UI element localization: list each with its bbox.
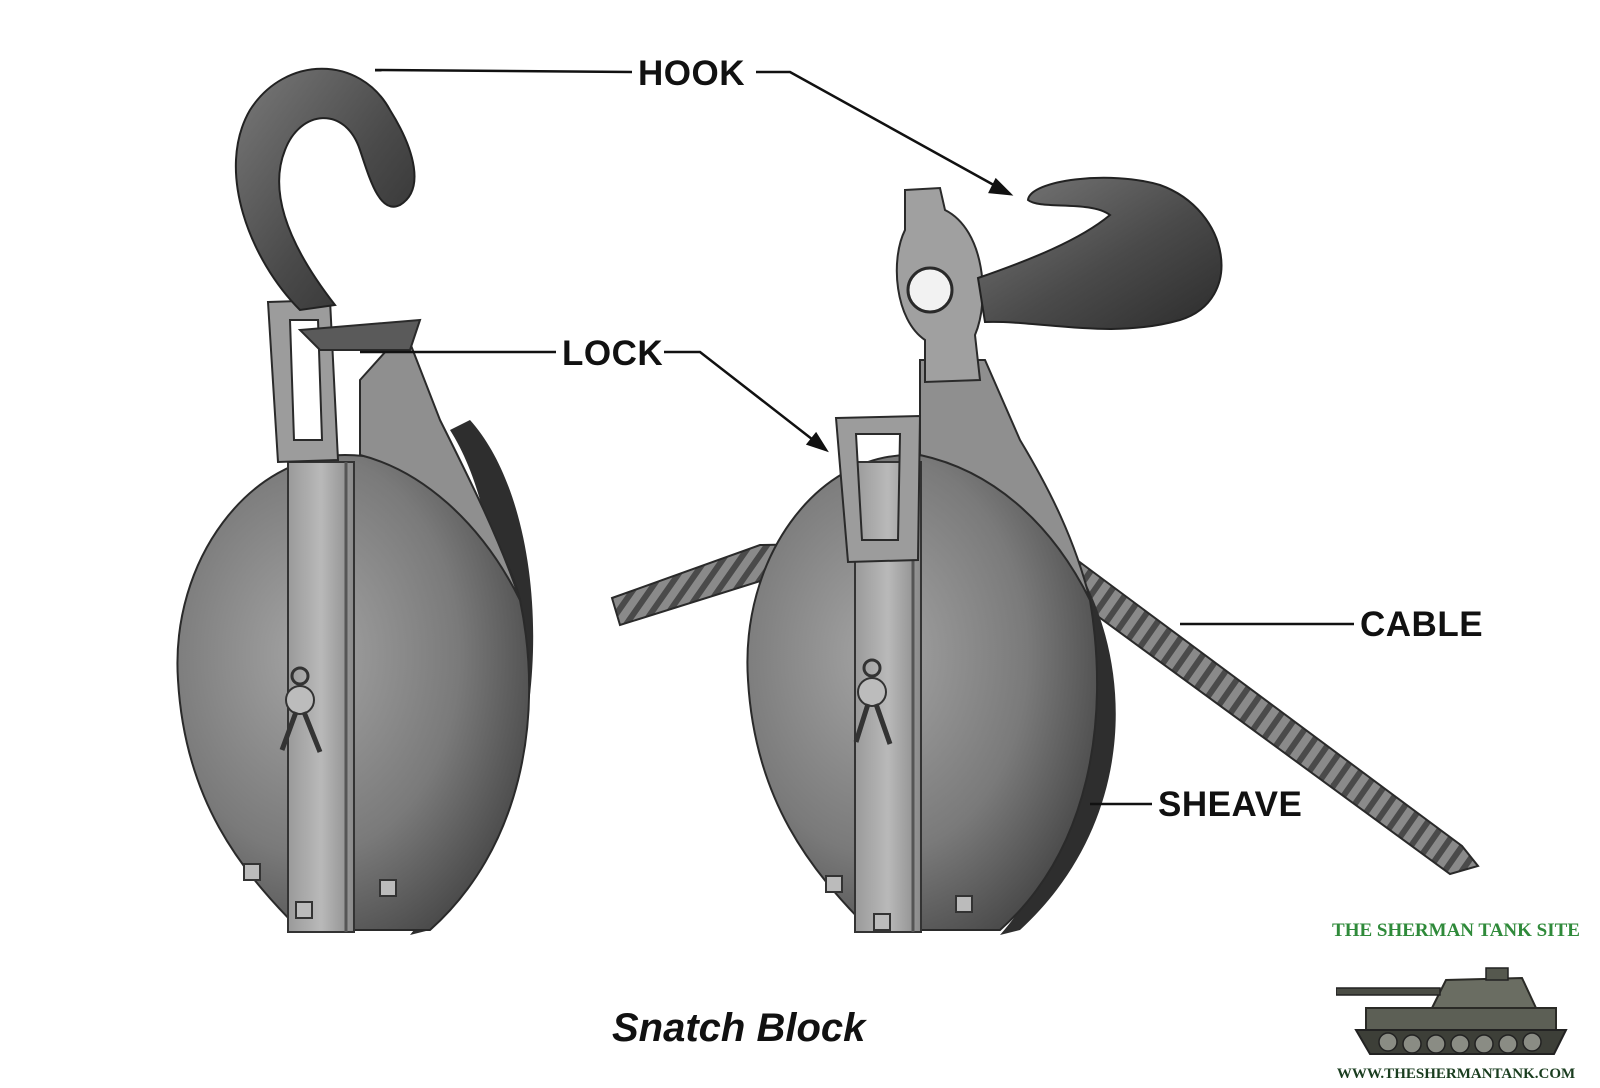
cable-label: CABLE [1360, 605, 1484, 644]
hook-label: HOOK [638, 54, 745, 93]
right-cotter-pin [853, 658, 893, 745]
left-hook [235, 67, 416, 312]
right-snatch-block [610, 176, 1480, 935]
left-cotter-pin [279, 666, 323, 753]
lock-leader-right [664, 350, 827, 451]
site-watermark-badge: THE SHERMAN TANK SITE WWW.THESHERMANTANK… [1318, 916, 1594, 1088]
left-snatch-block [176, 67, 534, 935]
figure-caption: Snatch Block [612, 1006, 866, 1050]
badge-url: WWW.THESHERMANTANK.COM [1336, 1066, 1576, 1082]
hook-leader-right [756, 70, 1011, 196]
badge-title: THE SHERMAN TANK SITE [1332, 920, 1580, 941]
right-cheek [919, 359, 1091, 601]
sherman-tank-icon [1336, 967, 1568, 1055]
hook-leader-left [374, 68, 633, 74]
leader-lines [360, 68, 1354, 806]
left-cheek [359, 328, 521, 601]
lock-label: LOCK [562, 334, 664, 373]
sheave-label: SHEAVE [1158, 785, 1303, 824]
right-lock [834, 414, 922, 564]
right-hook-open [976, 176, 1223, 330]
left-lock [266, 298, 340, 464]
